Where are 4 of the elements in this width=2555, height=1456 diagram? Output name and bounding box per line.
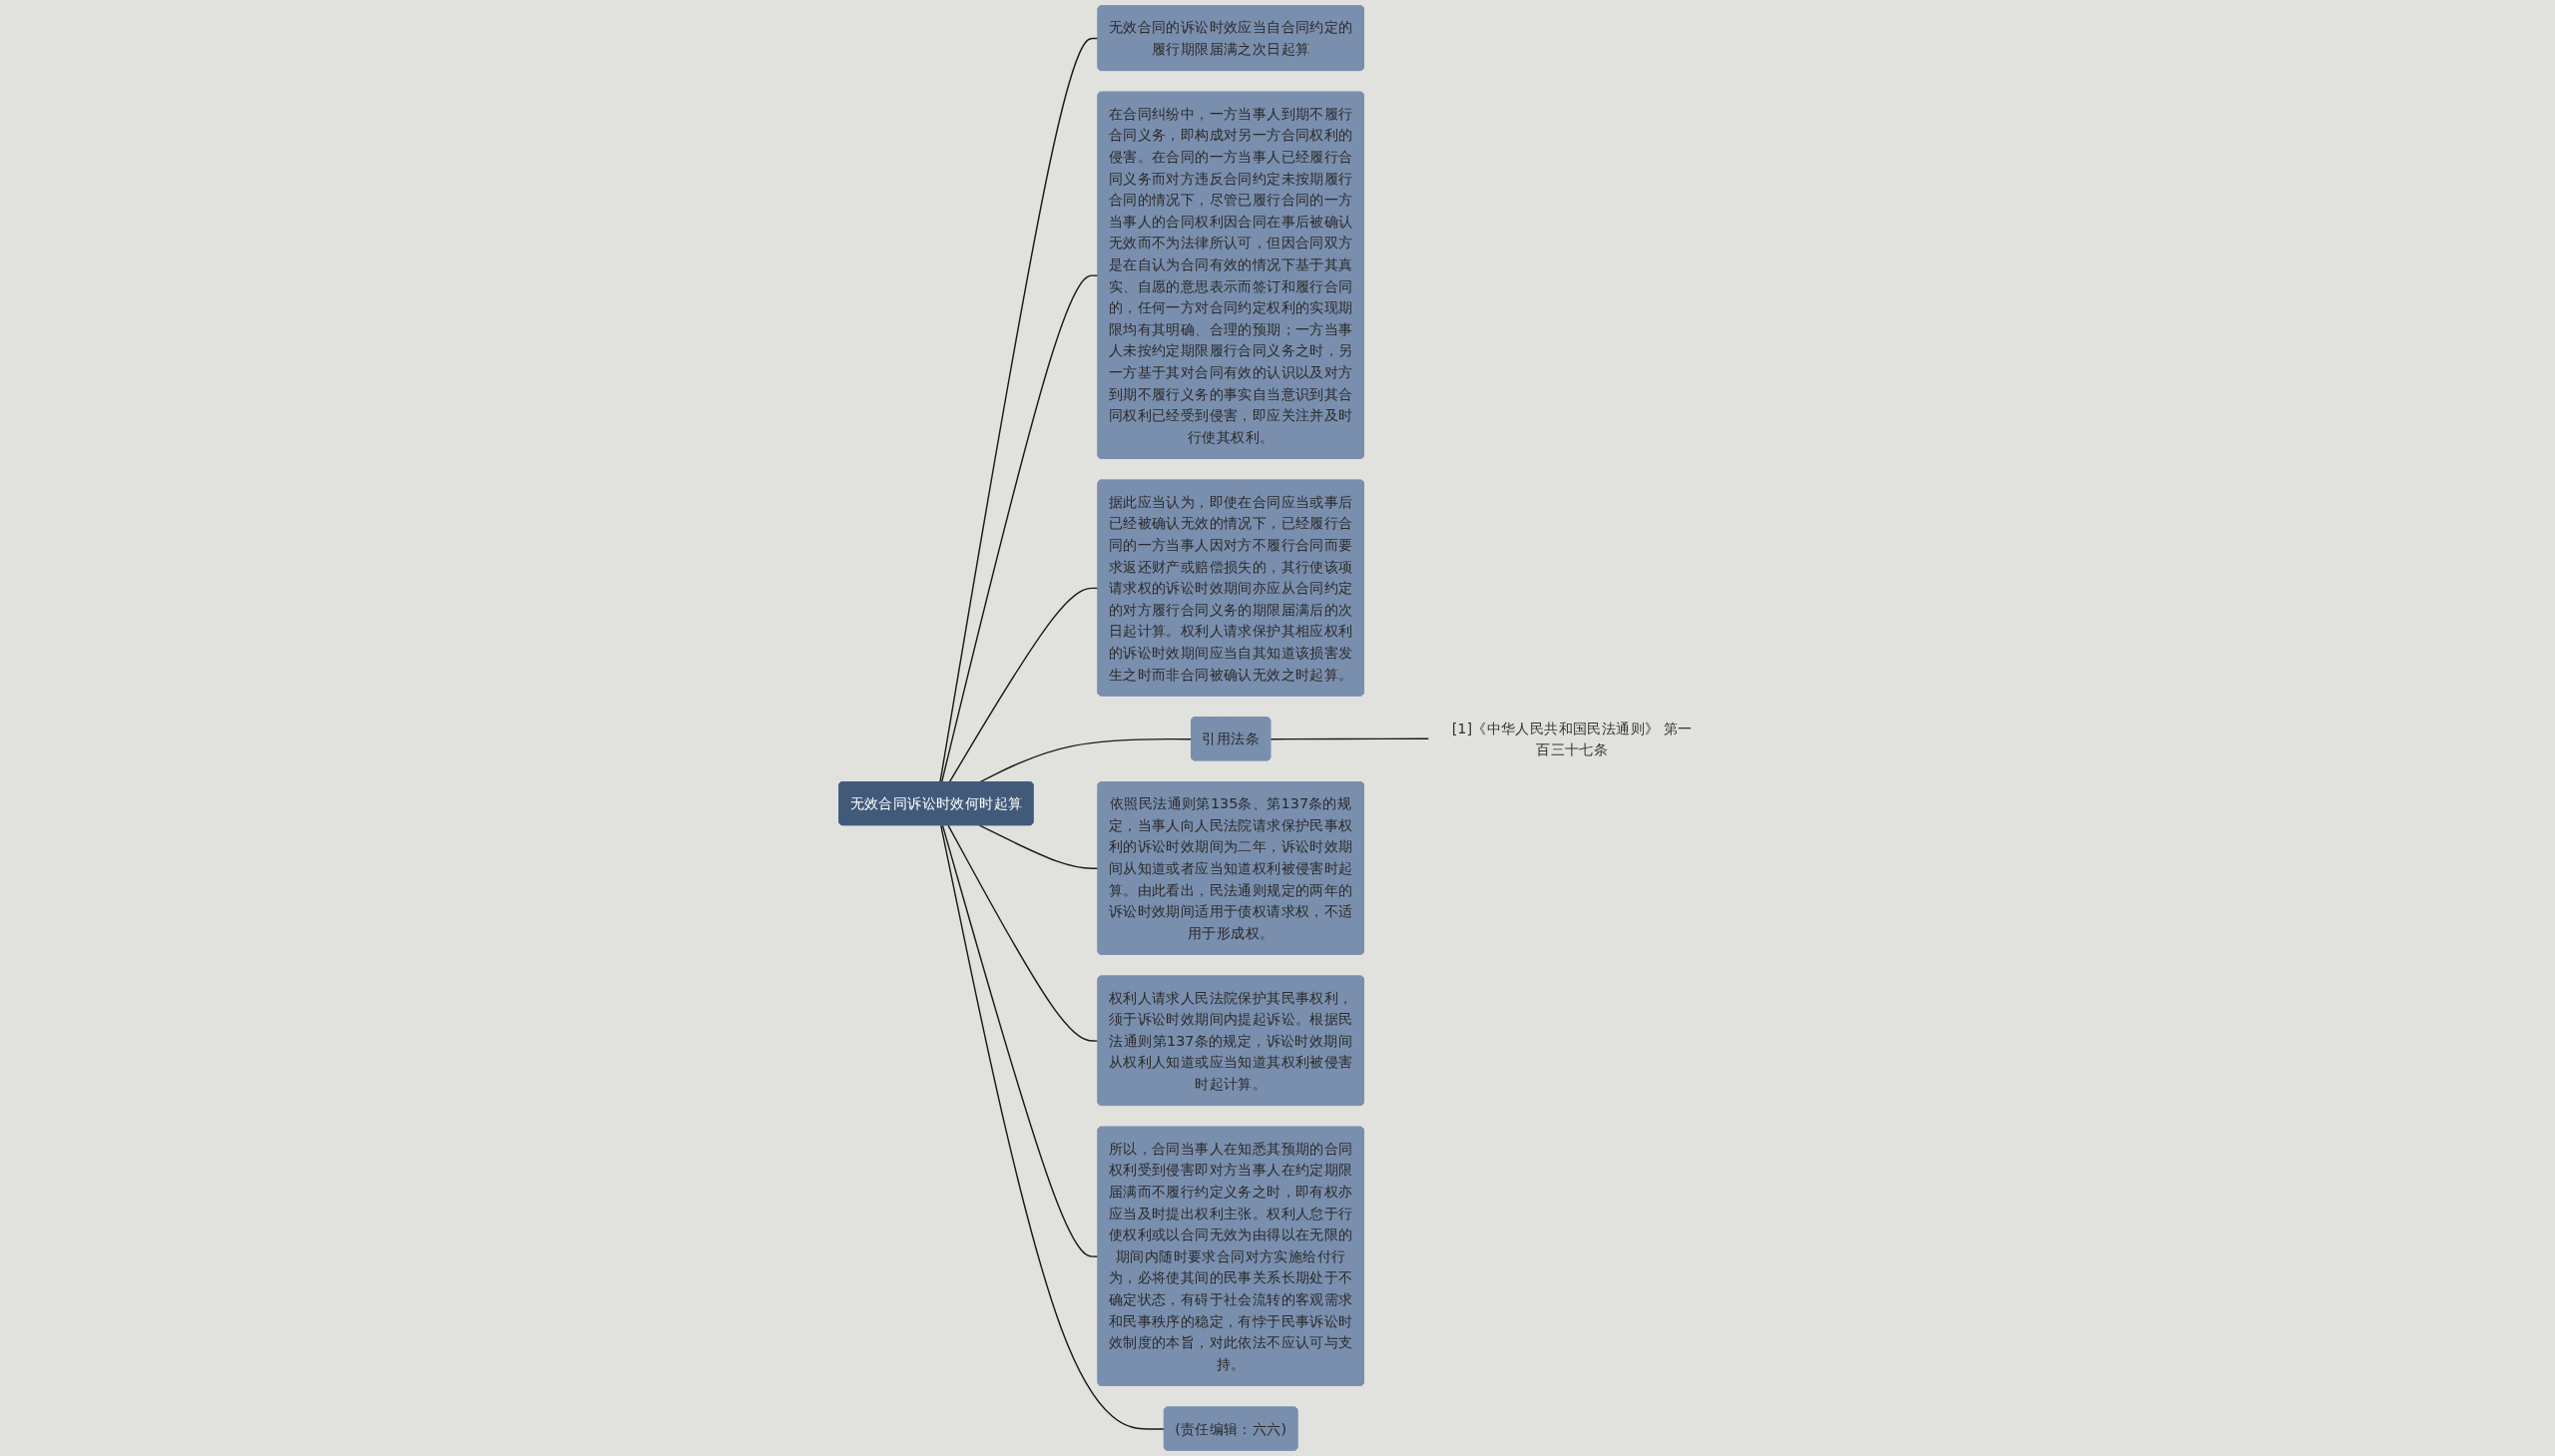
node-text: [1]《中华人民共和国民法通则》 第一百三十七条 — [1451, 719, 1693, 758]
connector — [940, 824, 1166, 1430]
connector — [978, 737, 1193, 783]
connector — [1270, 737, 1429, 740]
